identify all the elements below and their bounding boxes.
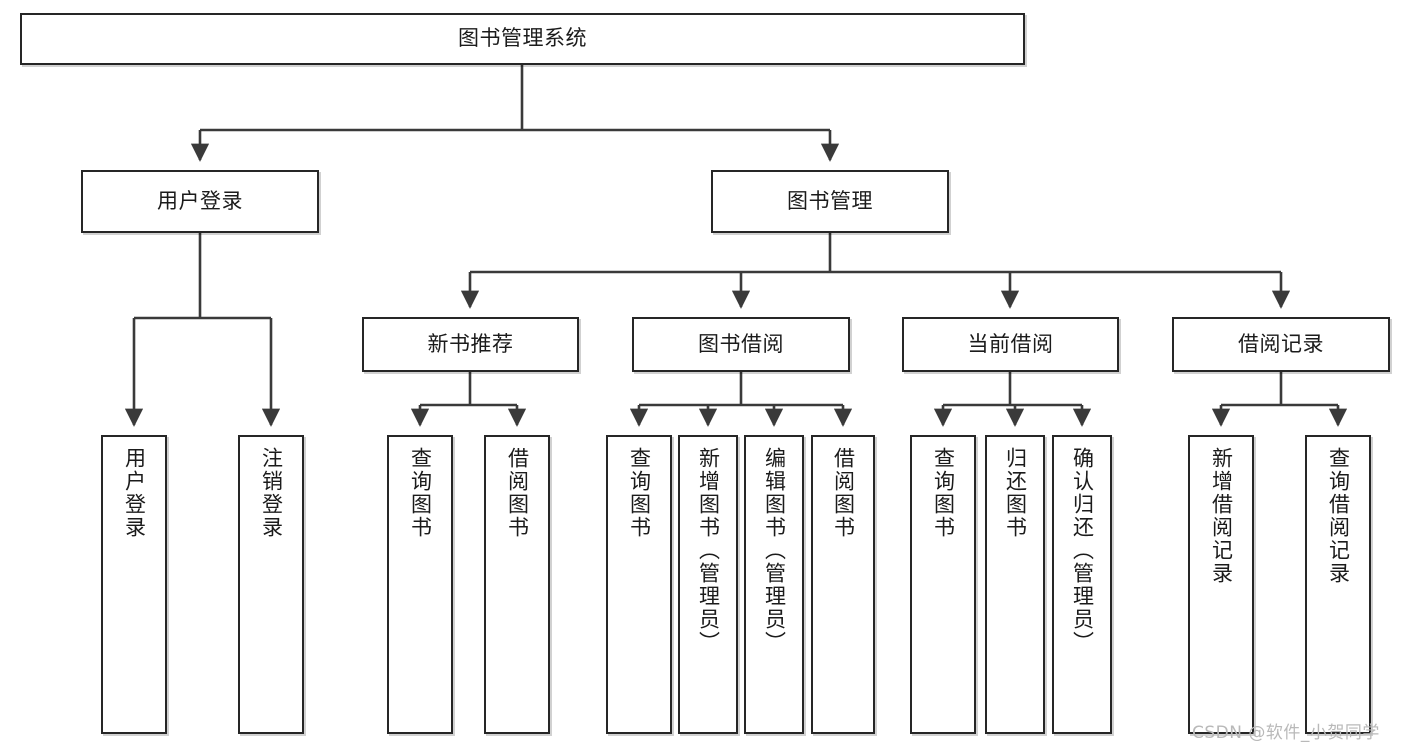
node-leaf-query-book-cur[interactable]: 查询图书 (910, 435, 976, 734)
node-current-borrow[interactable]: 当前借阅 (902, 317, 1119, 372)
node-leaf-query-book-borrow[interactable]: 查询图书 (606, 435, 672, 734)
node-book-manage[interactable]: 图书管理 (711, 170, 949, 233)
node-label: 用户登录 (122, 447, 147, 539)
watermark: CSDN @软件_小贺同学 (1192, 723, 1380, 743)
node-label: 确认归还（管理员） (1070, 447, 1095, 654)
node-leaf-add-record[interactable]: 新增借阅记录 (1188, 435, 1254, 734)
node-label: 查询图书 (931, 447, 956, 539)
node-label: 归还图书 (1003, 447, 1028, 539)
node-leaf-user-login[interactable]: 用户登录 (101, 435, 167, 734)
node-leaf-borrow-book-rec[interactable]: 借阅图书 (484, 435, 550, 734)
node-label: 新增借阅记录 (1209, 447, 1234, 585)
node-label: 查询图书 (627, 447, 652, 539)
node-label: 图书管理系统 (458, 26, 587, 51)
node-label: 用户登录 (157, 188, 243, 213)
node-label: 新书推荐 (427, 331, 514, 356)
node-label: 新增图书（管理员） (696, 447, 721, 654)
node-book-borrow[interactable]: 图书借阅 (632, 317, 850, 372)
node-label: 查询借阅记录 (1326, 447, 1351, 585)
node-leaf-logout[interactable]: 注销登录 (238, 435, 304, 734)
node-leaf-query-book-rec[interactable]: 查询图书 (387, 435, 453, 734)
node-leaf-add-book[interactable]: 新增图书（管理员） (678, 435, 738, 734)
node-label: 借阅图书 (505, 447, 530, 539)
node-label: 借阅图书 (831, 447, 856, 539)
node-leaf-edit-book[interactable]: 编辑图书（管理员） (744, 435, 804, 734)
node-label: 图书管理 (787, 188, 873, 213)
node-leaf-return-book[interactable]: 归还图书 (985, 435, 1045, 734)
node-label: 图书借阅 (698, 331, 784, 356)
node-user-login[interactable]: 用户登录 (81, 170, 319, 233)
node-root[interactable]: 图书管理系统 (20, 13, 1025, 65)
node-new-book-recommend[interactable]: 新书推荐 (362, 317, 579, 372)
node-label: 编辑图书（管理员） (762, 447, 787, 654)
node-leaf-query-record[interactable]: 查询借阅记录 (1305, 435, 1371, 734)
node-label: 查询图书 (408, 447, 433, 539)
node-label: 借阅记录 (1238, 331, 1324, 356)
node-label: 注销登录 (259, 447, 284, 539)
node-leaf-confirm-return[interactable]: 确认归还（管理员） (1052, 435, 1112, 734)
node-borrow-record[interactable]: 借阅记录 (1172, 317, 1390, 372)
node-leaf-borrow-book[interactable]: 借阅图书 (811, 435, 875, 734)
node-label: 当前借阅 (967, 331, 1054, 356)
